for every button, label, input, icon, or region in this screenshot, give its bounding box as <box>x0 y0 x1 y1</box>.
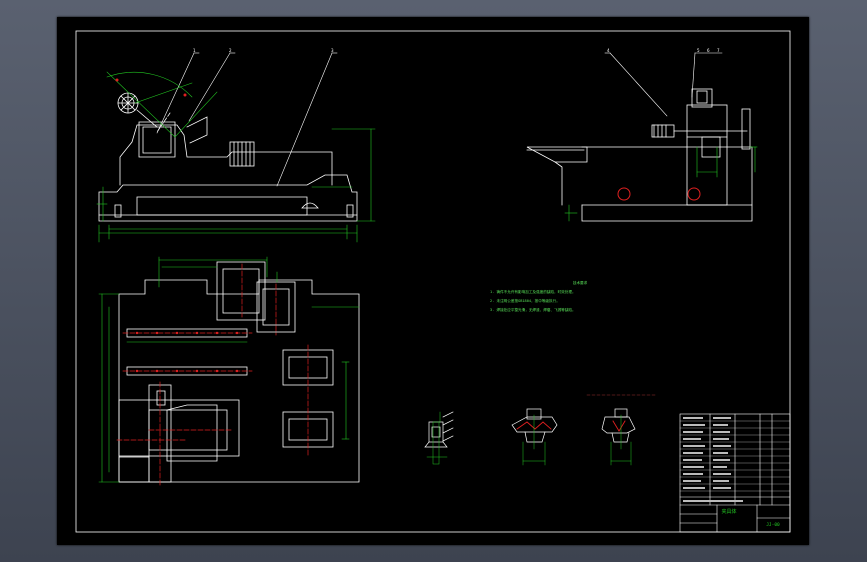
leaders-front <box>156 52 338 187</box>
title-block <box>679 413 791 533</box>
notes-line-1: 1. 铸件不允许有影响加工及强度的缺陷，时效处理。 <box>490 290 576 294</box>
balloon-4: 4 <box>607 48 610 53</box>
balloon-1: 1 <box>193 48 196 53</box>
balloon-3: 3 <box>331 48 334 53</box>
title-block-rows <box>679 420 791 492</box>
leaders-side <box>604 52 723 117</box>
balloon-2: 2 <box>229 48 232 53</box>
top-view-red <box>116 263 309 488</box>
balloon-6: 6 <box>707 48 710 53</box>
title-block-name: 夹具体 <box>721 508 736 515</box>
detail-2-green <box>522 414 546 466</box>
cad-drawing: 夹具体 JJ-00 1 2 3 4 5 6 7 <box>75 30 791 533</box>
side-view-red <box>617 187 701 201</box>
detail-3 <box>601 408 636 443</box>
balloon-7: 7 <box>717 48 720 53</box>
detail-1-green <box>426 411 448 465</box>
detail-2 <box>511 408 558 443</box>
notes-title: 技术要求 <box>572 281 588 285</box>
red-marks-front <box>115 78 187 97</box>
dims-side <box>564 146 758 222</box>
detail-3-green <box>610 414 632 466</box>
detail-2-red <box>516 421 552 430</box>
title-block-drawing-no: JJ-00 <box>766 522 780 528</box>
top-view-green-dims <box>98 256 360 483</box>
notes-line-3: 3. 焊接处应平整光滑，无焊渣、焊瘤、飞溅等缺陷。 <box>490 308 576 312</box>
title-block-fill-marks <box>683 417 743 502</box>
dims-front <box>96 71 376 243</box>
side-view <box>526 88 753 222</box>
inner-border <box>75 30 791 533</box>
top-view-holes <box>135 331 239 373</box>
front-view <box>98 92 358 222</box>
technical-notes: 技术要求 1. 铸件不允许有影响加工及强度的缺陷，时效处理。 2. 未注明公差按… <box>490 279 670 315</box>
balloon-5: 5 <box>697 48 700 53</box>
top-view <box>118 261 360 483</box>
detail-3-red <box>612 420 626 432</box>
notes-line-2: 2. 未注明公差按GB1804，按中等级执行。 <box>490 299 560 303</box>
